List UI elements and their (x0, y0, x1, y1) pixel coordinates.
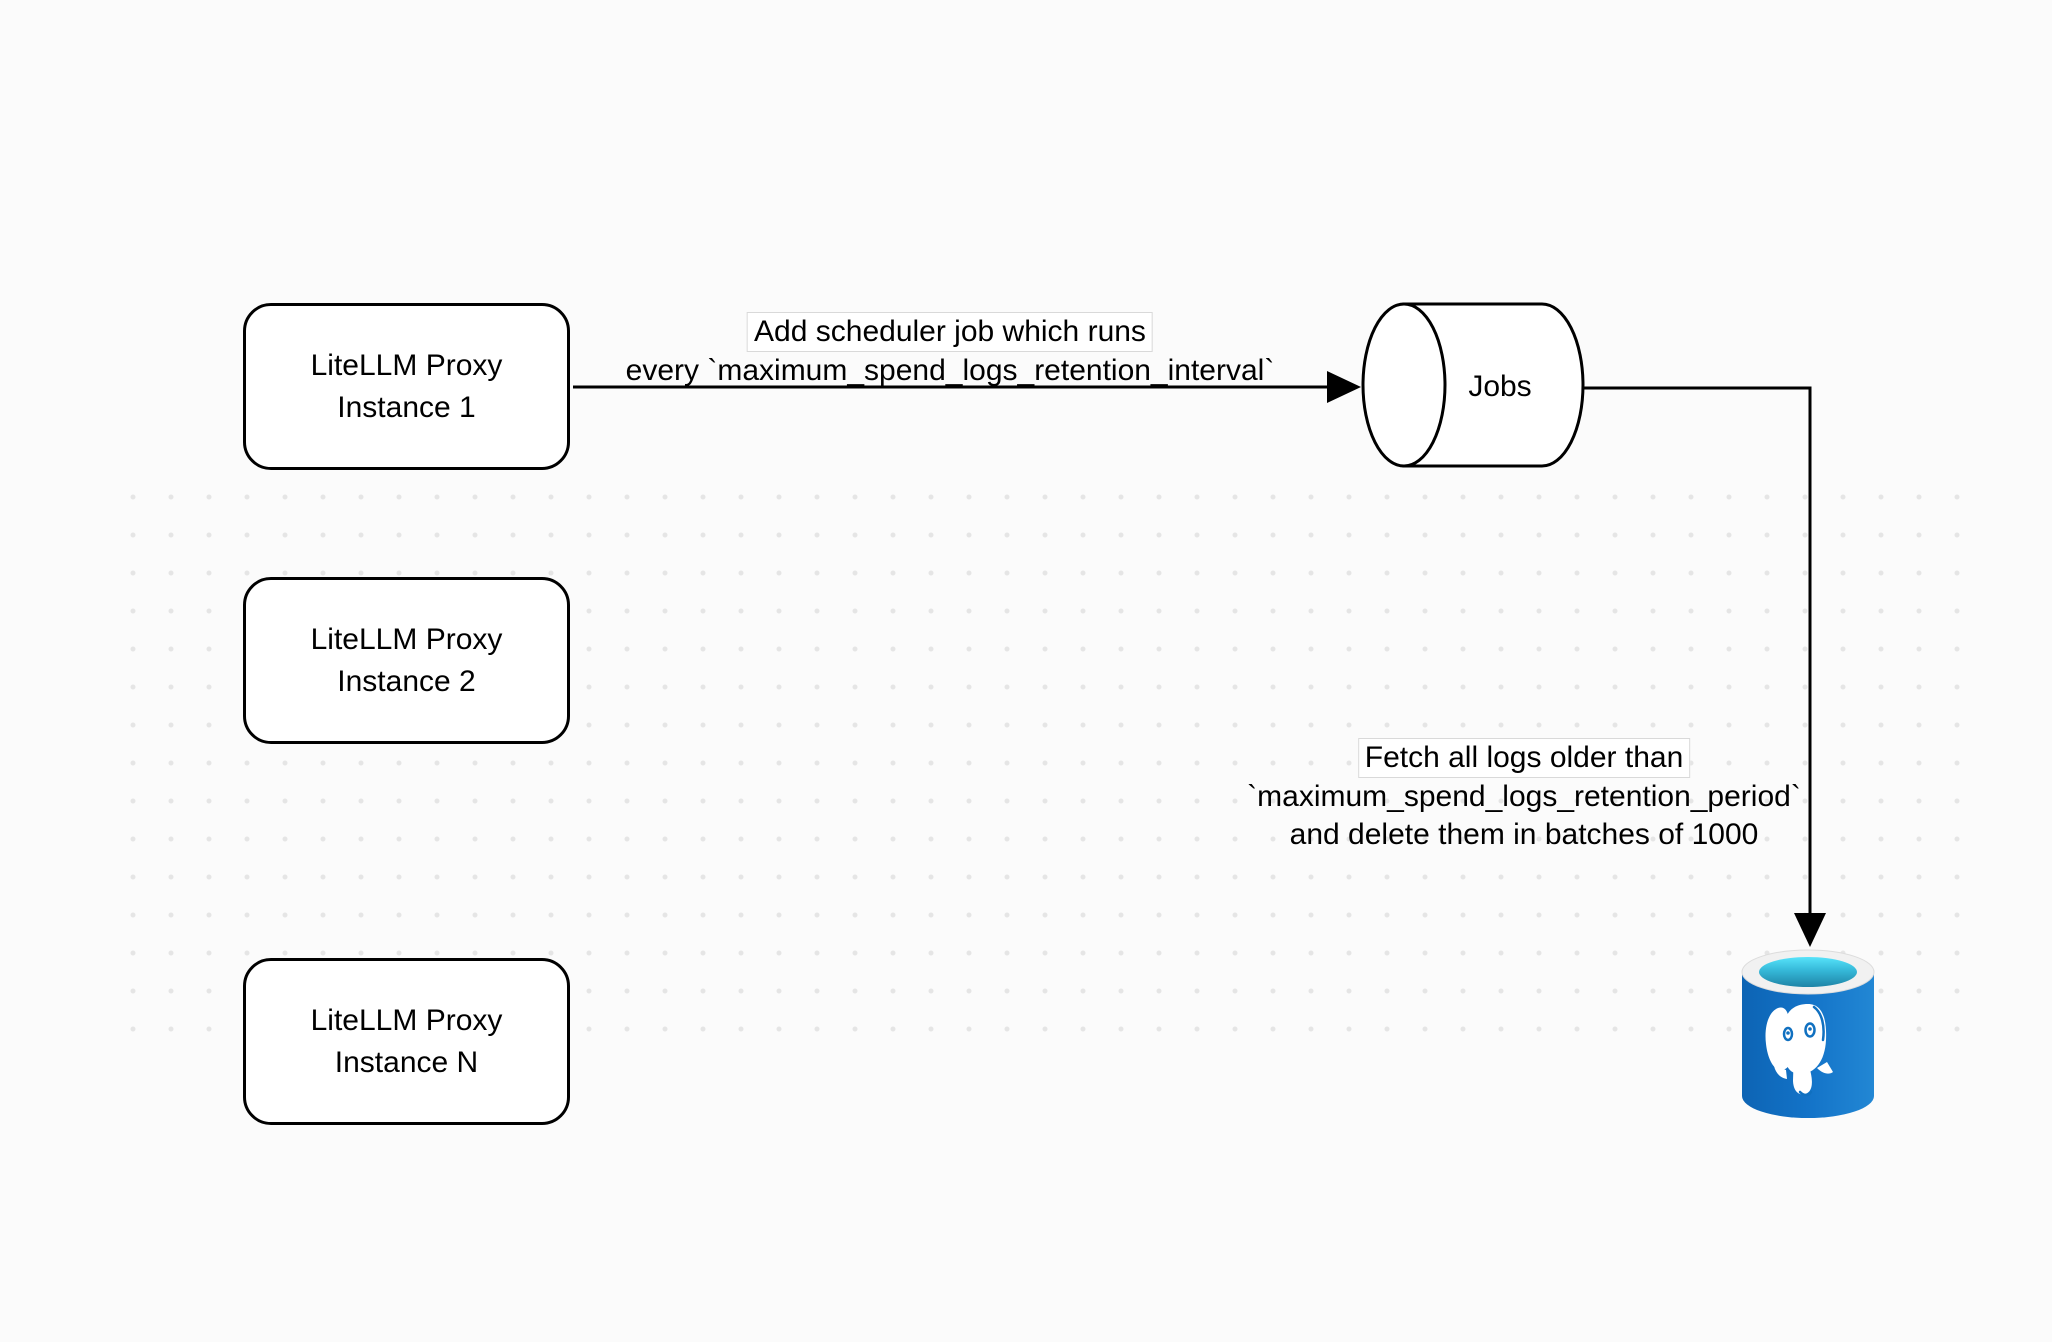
edge-label-scheduler: Add scheduler job which runs every `maxi… (625, 312, 1275, 390)
edge-label-line: `maximum_spend_logs_retention_period` (1247, 780, 1801, 813)
node-litellm-proxy-instance-n: LiteLLM Proxy Instance N (243, 958, 570, 1125)
node-label-line: LiteLLM Proxy (310, 348, 503, 382)
edge-label-line: every `maximum_spend_logs_retention_inte… (625, 354, 1275, 387)
node-label-line: LiteLLM Proxy (310, 1003, 503, 1037)
node-jobs-label: Jobs (1468, 370, 1532, 403)
edge-label-fetch: Fetch all logs older than `maximum_spend… (1247, 738, 1801, 854)
node-litellm-proxy-instance-2: LiteLLM Proxy Instance 2 (243, 577, 570, 744)
node-label-line: Instance N (334, 1045, 479, 1079)
edge-label-line: and delete them in batches of 1000 (1289, 818, 1759, 851)
node-jobs-cylinder (1361, 302, 1585, 468)
node-label-line: Instance 2 (337, 664, 476, 698)
postgresql-database-icon (1741, 949, 1875, 1118)
node-label-line: LiteLLM Proxy (310, 622, 503, 656)
edge-label-line: Add scheduler job which runs (747, 312, 1153, 352)
edge-label-line: Fetch all logs older than (1357, 738, 1691, 778)
node-litellm-proxy-instance-1: LiteLLM Proxy Instance 1 (243, 303, 570, 470)
node-label-line: Instance 1 (337, 390, 476, 424)
postgresql-elephant-icon (1765, 1004, 1833, 1097)
